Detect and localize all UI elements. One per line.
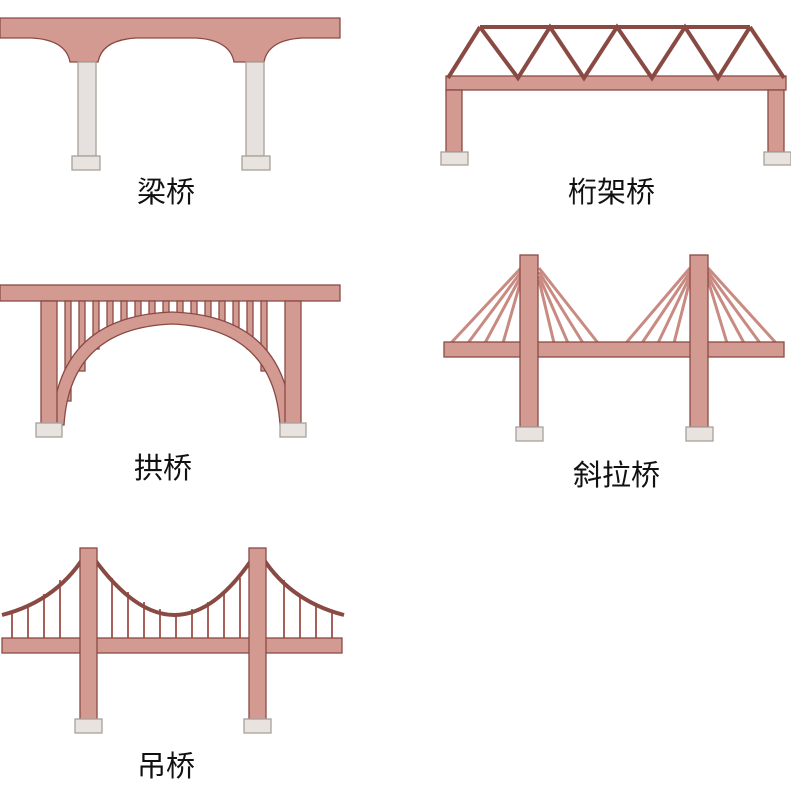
truss-deck — [445, 75, 787, 91]
suspension-footing-left — [74, 718, 103, 734]
truss-pier-left — [445, 89, 463, 153]
cable-stayed-footing-right — [685, 426, 714, 442]
suspension-footing-right — [243, 718, 272, 734]
beam-deck-with-haunches — [0, 17, 341, 63]
stay-cables — [449, 266, 778, 345]
truss-web-diagonals — [478, 23, 752, 82]
cable-stayed-footing-left — [515, 426, 544, 442]
suspension-main-cable-center — [86, 548, 260, 617]
beam-footing-right — [241, 155, 271, 171]
beam-footing-left — [71, 155, 101, 171]
label-beam-bridge: 梁桥 — [137, 175, 196, 209]
truss-footing-left — [440, 151, 469, 166]
suspension-tower-left — [79, 547, 98, 721]
suspension-bridge-drawing — [1, 547, 345, 734]
beam-pier-left — [77, 61, 97, 157]
cable-stayed-tower-left — [519, 254, 539, 428]
cable-stayed-bridge-drawing — [443, 254, 785, 442]
cable-stayed-deck — [443, 341, 785, 358]
suspension-deck — [1, 637, 343, 654]
cable-stayed-tower-right — [689, 254, 709, 428]
truss-end-post-right — [748, 25, 786, 80]
truss-end-post-left — [446, 25, 482, 80]
truss-footing-right — [763, 151, 791, 166]
beam-bridge-drawing — [0, 17, 341, 171]
label-truss-bridge: 桁架桥 — [568, 175, 656, 209]
arch-footing-right — [279, 422, 307, 438]
truss-pier-right — [767, 89, 785, 153]
arch-rib — [51, 311, 293, 426]
truss-bridge-drawing — [440, 23, 791, 166]
label-arch-bridge: 拱桥 — [134, 451, 193, 485]
label-cable-stayed-bridge: 斜拉桥 — [573, 458, 661, 492]
label-suspension-bridge: 吊桥 — [137, 749, 196, 783]
beam-pier-right — [245, 61, 265, 157]
arch-bridge-drawing — [0, 284, 341, 438]
arch-deck — [0, 284, 341, 302]
arch-footing-left — [35, 422, 63, 438]
arch-pier-right — [284, 300, 302, 426]
arch-pier-left — [40, 300, 58, 426]
suspension-tower-right — [248, 547, 267, 721]
